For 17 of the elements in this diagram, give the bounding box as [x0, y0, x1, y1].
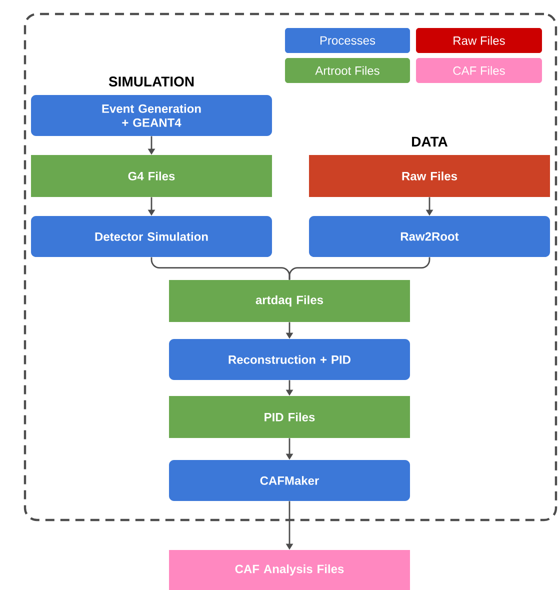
legend-item: Raw Files [416, 28, 542, 53]
process-box: Raw2Root [309, 216, 550, 257]
process-box: Detector Simulation [31, 216, 272, 257]
file-box: G4 Files [31, 155, 272, 197]
process-box: Reconstruction + PID [169, 339, 410, 380]
legend-item: CAF Files [416, 58, 542, 83]
file-box: CAF Analysis Files [169, 550, 410, 590]
dashed-boundary [24, 12, 558, 522]
file-box: PID Files [169, 396, 410, 438]
process-box: CAFMaker [169, 460, 410, 501]
section-heading: SIMULATION [108, 76, 194, 86]
process-box: Event Generation + GEANT4 [31, 95, 272, 136]
legend-item: Processes [285, 28, 410, 53]
legend-item: Artroot Files [285, 58, 410, 83]
file-box: artdaq Files [169, 280, 410, 322]
section-heading: DATA [412, 136, 448, 146]
file-box: Raw Files [309, 155, 550, 197]
